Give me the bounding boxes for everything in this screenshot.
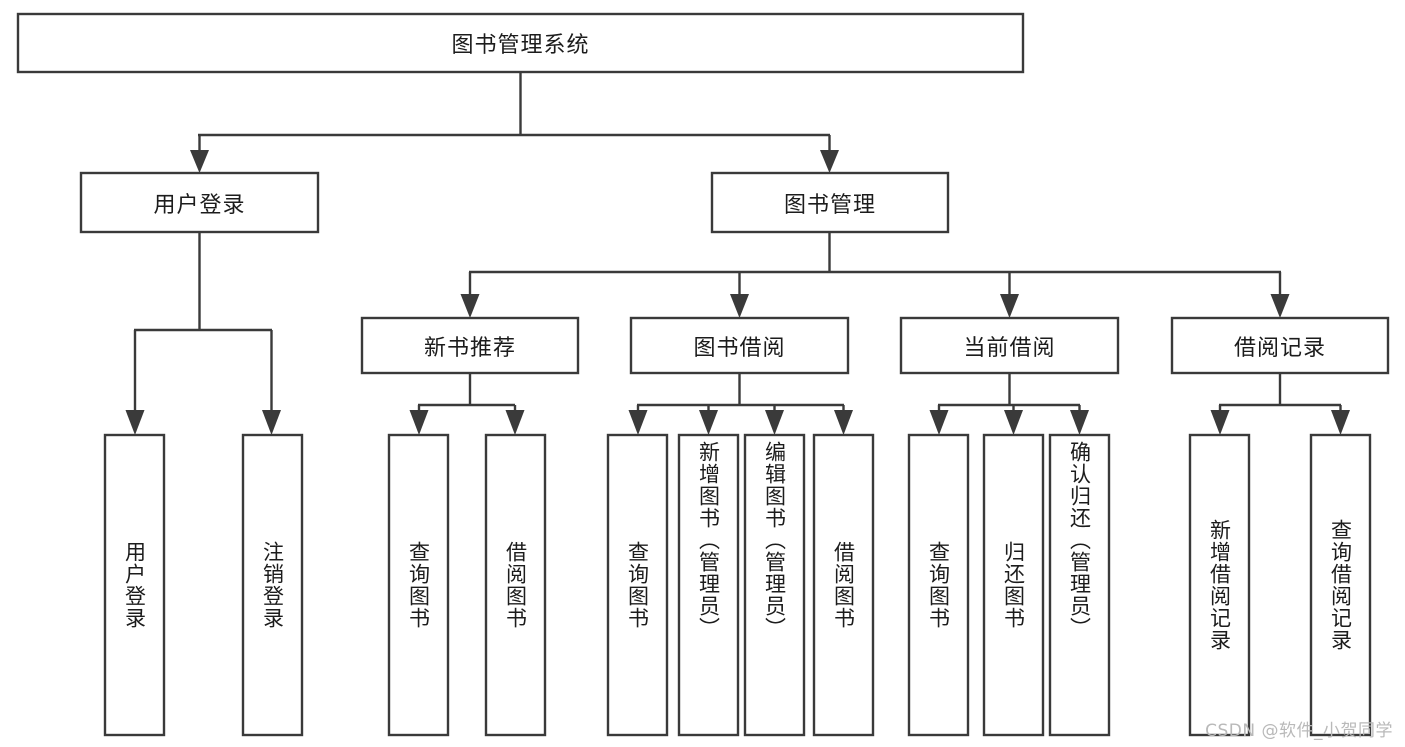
node-root-box[interactable] xyxy=(16,12,1025,74)
leaf-user-login-box[interactable] xyxy=(103,433,166,737)
arrowhead-icon xyxy=(190,150,209,173)
connector-current-borrow-to-leaves xyxy=(929,373,1089,435)
leaf-borrow-book-box[interactable] xyxy=(812,433,875,737)
leaf-return-book-box[interactable] xyxy=(982,433,1045,737)
node-book-management-box[interactable] xyxy=(710,171,950,234)
arrowhead-icon xyxy=(820,150,839,173)
connector-root-to-level2 xyxy=(190,72,839,173)
leaf-query-borrow-record-box[interactable] xyxy=(1309,433,1372,737)
connector-book-borrow-to-leaves xyxy=(628,373,853,435)
leaf-logout-box[interactable] xyxy=(241,433,304,737)
leaf-query-book-current-box[interactable] xyxy=(907,433,970,737)
connector-user-login-to-leaves xyxy=(125,232,281,435)
node-new-book-recommend-box[interactable] xyxy=(360,316,580,375)
node-current-borrow-box[interactable] xyxy=(899,316,1120,375)
leaf-query-book-borrow-box[interactable] xyxy=(606,433,669,737)
connector-borrow-record-to-leaves xyxy=(1210,373,1350,435)
csdn-watermark: CSDN @软件_小贺同学 xyxy=(1205,721,1393,741)
leaf-confirm-return-box[interactable] xyxy=(1048,433,1111,737)
connector-book-management-to-level3 xyxy=(460,232,1290,318)
leaf-add-book-admin-box[interactable] xyxy=(677,433,740,737)
connector-new-book-recommend-to-leaves xyxy=(409,373,525,435)
leaf-add-borrow-record-box[interactable] xyxy=(1188,433,1251,737)
node-book-borrow-box[interactable] xyxy=(629,316,850,375)
leaf-edit-book-admin-box[interactable] xyxy=(743,433,806,737)
leaf-borrow-book-rec-box[interactable] xyxy=(484,433,547,737)
leaf-query-book-rec-box[interactable] xyxy=(387,433,450,737)
node-borrow-record-box[interactable] xyxy=(1170,316,1390,375)
node-user-login-box[interactable] xyxy=(79,171,320,234)
